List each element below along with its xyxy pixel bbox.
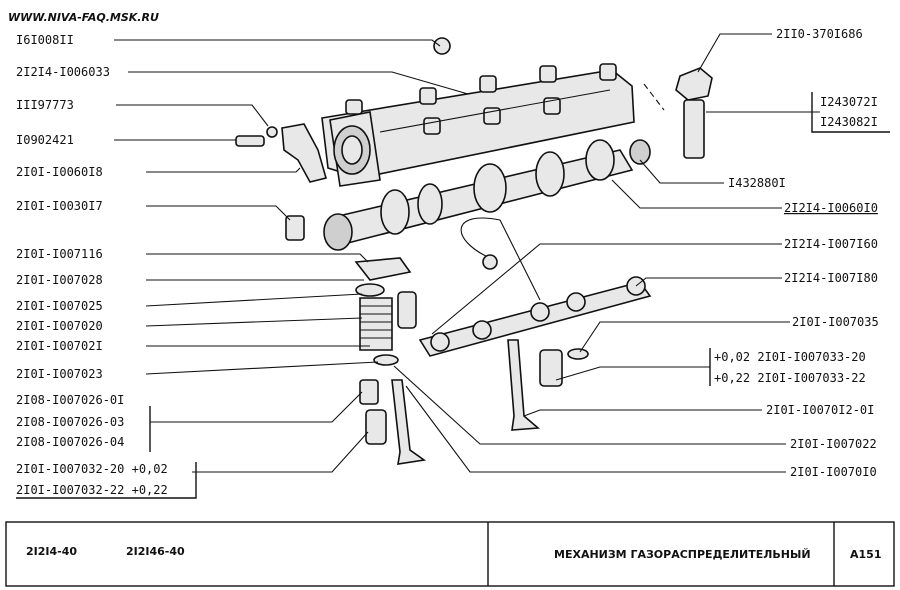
group-bracket-studs [811,92,890,133]
part-label: 2I0I-I0060I8 [16,165,103,179]
oil-line-assembly [418,217,652,357]
part-label: 2I08-I007026-03 [16,415,124,429]
part-label: 2I08-I007026-04 [16,435,124,449]
part-label: 2I2I4-I006033 [16,65,110,79]
watermark-text: WWW.NIVA-FAQ.MSK.RU [8,11,159,24]
rocker-and-spring [285,215,417,366]
part-label: I243082I [820,115,878,129]
model-code-b: 2I2I46-40 [126,545,185,558]
part-label: 2I0I-I007022 [790,437,877,451]
part-label: I0902421 [16,133,74,147]
group-bracket-guides-left [16,462,197,499]
part-label: +0,02 2I0I-I007033-20 [714,350,866,364]
left-labels: I6I008II 2I2I4-I006033 III97773 I0902421… [16,33,168,497]
part-label: 2I08-I007026-0I [16,393,124,407]
part-label: 2I0I-I007025 [16,299,103,313]
part-label: +0,22 2I0I-I007033-22 [714,371,866,385]
title-block: 2I2I4-40 2I2I46-40 МЕХАНИЗМ ГАЗОРАСПРЕДЕ… [5,521,895,587]
part-label: 2I2I4-I0060I0 [784,201,878,215]
sheet-number: A151 [850,548,881,561]
part-label: 2I0I-I007116 [16,247,103,261]
camshaft [323,139,651,251]
valves-and-guides [359,339,589,465]
part-label: 2I0I-I00702I [16,339,103,353]
part-label: 2I0I-I0030I7 [16,199,103,213]
part-label: 2I0I-I007020 [16,319,103,333]
drawing-title: МЕХАНИЗМ ГАЗОРАСПРЕДЕЛИТЕЛЬНЫЙ [554,548,811,561]
part-label: 2I0I-I0070I0 [790,465,877,479]
stud-and-nut [643,67,713,159]
leader-lines [114,33,820,473]
part-label: 2II0-370I686 [776,27,863,41]
part-label: 2I0I-I007035 [792,315,879,329]
model-code-a: 2I2I4-40 [26,545,77,558]
part-label: 2I0I-I007028 [16,273,103,287]
part-label: I432880I [728,176,786,190]
part-label: I6I008II [16,33,74,47]
part-label: 2I0I-I0070I2-0I [766,403,874,417]
part-label: I243072I [820,95,878,109]
camshaft-housing [321,63,635,187]
part-label: 2I2I4-I007I80 [784,271,878,285]
part-label: 2I2I4-I007I60 [784,237,878,251]
part-label: III97773 [16,98,74,112]
part-label: 2I0I-I007032-20 +0,02 [16,462,168,476]
bracket-and-bolt [235,37,451,183]
part-label: 2I0I-I007032-22 +0,22 [16,483,168,497]
right-labels: 2II0-370I686 I243072I I243082I I432880I … [714,27,879,479]
part-label: 2I0I-I007023 [16,367,103,381]
